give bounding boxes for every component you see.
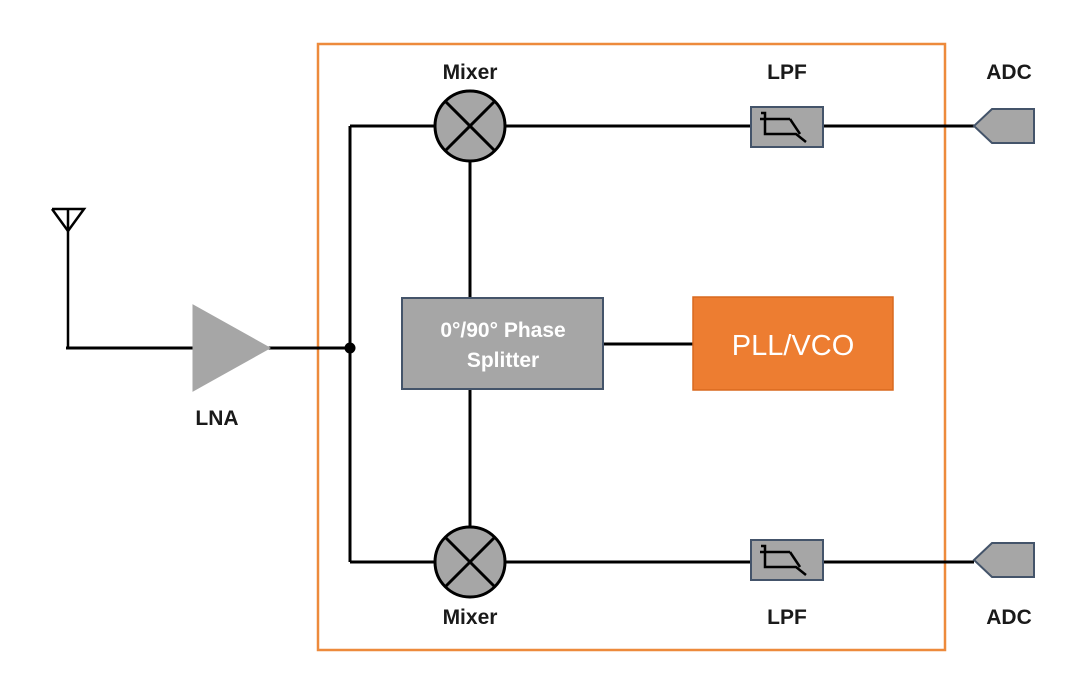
mixer-bottom-label: Mixer (443, 606, 498, 629)
adc-port-icon (972, 542, 1035, 578)
pll-vco-label: PLL/VCO (732, 330, 855, 362)
lpf-top-label: LPF (767, 61, 807, 84)
mixer-top-label: Mixer (443, 61, 498, 84)
amplifier-triangle-icon (192, 304, 272, 392)
lpf-bottom-label: LPF (767, 606, 807, 629)
phase-splitter-label-line2: Splitter (467, 349, 539, 372)
signal-wires (66, 124, 974, 564)
lowpass-filter-icon (750, 539, 824, 581)
phase-splitter-label-line1: 0°/90° Phase (440, 319, 565, 342)
lna-label: LNA (195, 407, 238, 430)
adc-bottom-label: ADC (986, 606, 1032, 629)
antenna-icon (50, 207, 87, 348)
pll-vco-block (692, 296, 894, 391)
adc-port-icon (972, 108, 1035, 144)
mixer-cross-circle-icon (433, 89, 507, 163)
lowpass-filter-icon (750, 106, 824, 148)
mixer-cross-circle-icon (433, 525, 507, 599)
adc-top-label: ADC (986, 61, 1032, 84)
phase-splitter-block (401, 297, 604, 390)
junction-dot-icon (344, 342, 356, 354)
